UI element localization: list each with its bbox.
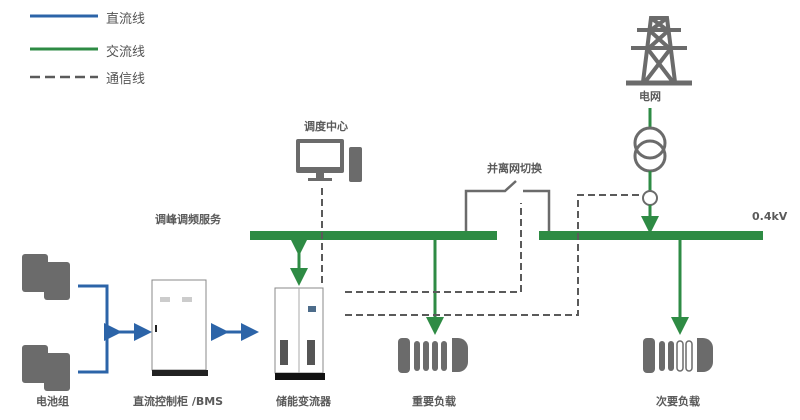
breaker-node xyxy=(642,190,658,206)
grid-label: 电网 xyxy=(639,90,661,103)
ac-bus-left xyxy=(250,231,497,240)
legend-dc-label: 直流线 xyxy=(106,12,146,27)
dc-cabinet-icon xyxy=(151,279,208,376)
peak-service-label: 调峰调频服务 xyxy=(155,213,221,226)
battery-label: 电池组 xyxy=(36,395,69,408)
critical-load-icon xyxy=(398,338,468,373)
pcs-label: 储能变流器 xyxy=(276,395,331,408)
secondary-load-label: 次要负载 xyxy=(656,395,700,408)
pcs-cabinet-icon xyxy=(274,287,325,380)
secondary-load-icon xyxy=(643,338,713,373)
ac-bus-right xyxy=(539,231,763,240)
grid-switch-icon xyxy=(464,180,551,231)
legend-ac-label: 交流线 xyxy=(106,45,146,60)
critical-load-label: 重要负载 xyxy=(412,395,456,408)
dispatch-center-label: 调度中心 xyxy=(304,120,348,133)
voltage-label: 0.4kV xyxy=(752,210,788,223)
legend-comm-label: 通信线 xyxy=(106,72,146,87)
transformer-icon xyxy=(633,126,667,173)
computer-icon xyxy=(296,139,362,182)
battery-icon xyxy=(22,254,70,391)
grid-switch-label: 并离网切换 xyxy=(487,162,542,175)
power-tower-icon xyxy=(626,16,692,86)
dc-cabinet-label: 直流控制柜 /BMS xyxy=(133,395,224,408)
